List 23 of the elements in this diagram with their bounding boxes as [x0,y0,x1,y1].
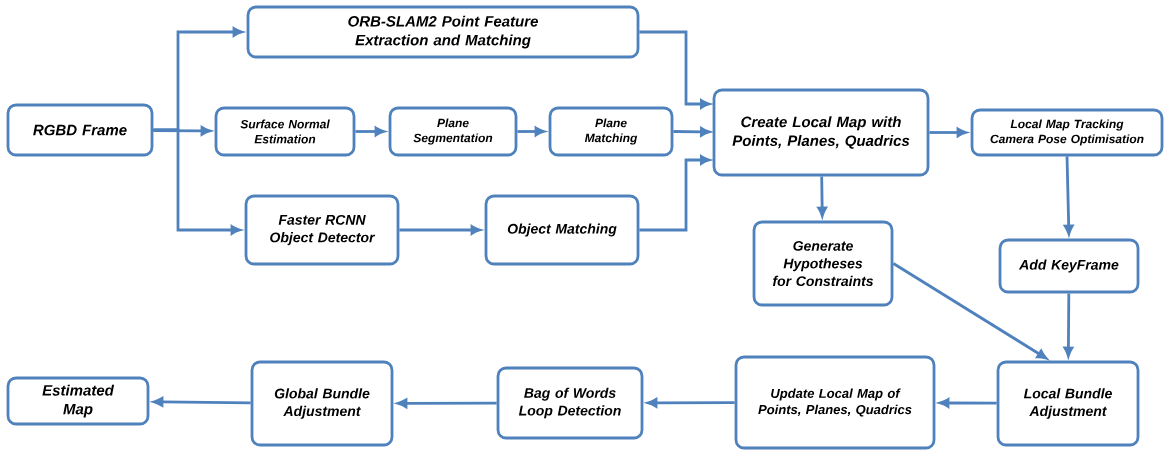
process-box: Object Matching [484,194,640,266]
process-box: RGBD Frame [6,103,154,157]
arrow [153,128,241,235]
arrow [673,127,711,137]
arrow [639,30,711,109]
process-box: Plane Segmentation [388,106,518,157]
process-box: Local Bundle Adjustment [996,360,1140,447]
process-box: Bag of Words Loop Detection [496,366,644,440]
arrow [892,262,1048,360]
process-box: Add KeyFrame [998,238,1140,294]
process-box: Plane Matching [548,106,674,157]
arrow [639,155,711,232]
process-box: Surface Normal Estimation [214,106,356,157]
arrow [1063,156,1074,235]
process-box: Faster RCNN Object Detector [244,194,400,266]
process-box: Generate Hypotheses for Constraints [752,220,894,307]
process-box: Update Local Map of Points, Planes, Quadrics [734,355,936,450]
process-box: ORB-SLAM2 Point Feature Extraction and Matching [246,5,640,59]
process-box: Global Bundle Adjustment [250,360,394,447]
process-box: Create Local Map with Points, Planes, Quadrics [712,88,930,177]
process-box: Estimated Map [6,376,150,426]
arrow [399,225,481,235]
process-box: Local Map Tracking Camera Pose Optimisation [970,108,1164,157]
